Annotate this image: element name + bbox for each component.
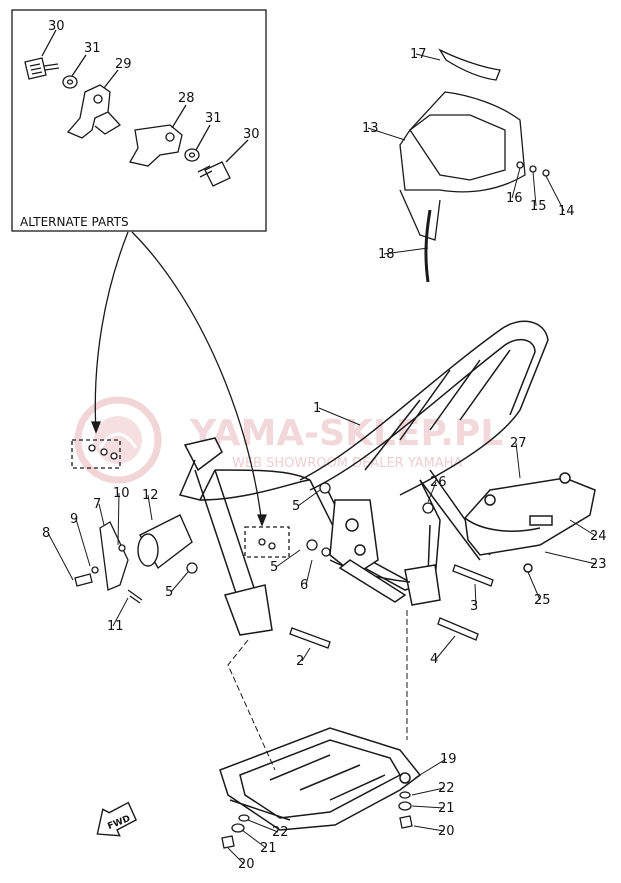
part-number-label: 12 xyxy=(142,488,159,503)
alternate-arrows xyxy=(91,231,267,527)
alternate-parts-inset: ALTERNATE PARTS xyxy=(11,9,267,232)
part-number-label: 28 xyxy=(178,91,195,106)
part-number-label: 5 xyxy=(165,585,173,600)
part-number-label: 24 xyxy=(590,529,607,544)
part-number-label: 31 xyxy=(84,41,101,56)
part-number-label: 3 xyxy=(470,599,478,614)
part-number-label: 18 xyxy=(378,247,395,262)
part-number-label: 15 xyxy=(530,199,547,214)
part-number-label: 21 xyxy=(438,801,455,816)
leader-line-2 xyxy=(301,647,311,662)
part-number-label: 20 xyxy=(438,824,455,839)
part-number-label: 22 xyxy=(272,825,289,840)
leader-line-20 xyxy=(227,847,245,865)
part-number-label: 9 xyxy=(70,512,78,527)
number-plate-assembly xyxy=(399,48,550,283)
frame xyxy=(178,320,549,636)
part-number-label: 20 xyxy=(238,857,255,872)
bolts-group xyxy=(71,439,494,649)
part-number-label: 11 xyxy=(107,619,124,634)
part-number-label: 29 xyxy=(115,57,132,72)
leader-line-22 xyxy=(411,787,445,796)
leader-line-24 xyxy=(569,519,597,537)
leader-line-25 xyxy=(527,571,541,601)
part-number-label: 17 xyxy=(410,47,427,62)
bracket-7-group xyxy=(74,521,143,604)
watermark-subtext: WEB SHOWROOM DEALER YAMAHA xyxy=(232,456,463,471)
bracket-28 xyxy=(128,124,183,167)
leader-line-21 xyxy=(411,805,445,809)
leader-line-5 xyxy=(275,549,301,568)
skid-plate-fasteners xyxy=(221,791,413,849)
bolt-30-top xyxy=(24,57,60,80)
leader-line-23 xyxy=(544,551,597,565)
leader-line-15 xyxy=(532,171,537,207)
leader-line-16 xyxy=(511,167,521,199)
leader-line-6 xyxy=(305,559,313,586)
leader-line-1 xyxy=(318,407,361,426)
part-number-label: 1 xyxy=(313,401,321,416)
leader-line-12 xyxy=(147,494,153,521)
part-number-label: 22 xyxy=(438,781,455,796)
leader-line-17 xyxy=(415,53,441,61)
forward-arrow: FWD xyxy=(96,801,138,837)
part-number-label: 21 xyxy=(260,841,277,856)
leader-line-10 xyxy=(117,492,120,546)
part-number-label: 26 xyxy=(430,475,447,490)
part-number-label: 7 xyxy=(93,497,101,512)
leader-line-4 xyxy=(435,635,456,660)
part-number-label: 31 xyxy=(205,111,222,126)
leader-line-21 xyxy=(241,829,267,849)
part-number-label: 30 xyxy=(48,19,65,34)
leader-line-5 xyxy=(297,489,321,507)
part-number-label: 19 xyxy=(440,752,457,767)
part-number-label: 23 xyxy=(590,557,607,572)
inset-title: ALTERNATE PARTS xyxy=(20,215,129,229)
part-number-label: 14 xyxy=(558,204,575,219)
part-number-label: 27 xyxy=(510,436,527,451)
leader-line-26 xyxy=(427,481,437,503)
side-cover-24 xyxy=(464,472,596,573)
leader-line-18 xyxy=(383,247,429,255)
skid-plate-leaders xyxy=(227,610,408,771)
washer-31-bottom xyxy=(184,148,200,162)
part-number-label: 30 xyxy=(243,127,260,142)
part-number-label: 13 xyxy=(362,121,379,136)
leader-line-5 xyxy=(170,571,189,593)
leader-line-7 xyxy=(98,503,105,526)
part-number-label: 5 xyxy=(270,560,278,575)
part-number-label: 6 xyxy=(300,578,308,593)
air-duct-12 xyxy=(137,514,193,570)
leader-line-27 xyxy=(515,442,521,479)
part-number-label: 5 xyxy=(292,499,300,514)
leader-line-11 xyxy=(112,597,129,627)
leader-line-22 xyxy=(247,819,279,833)
part-number-label: 16 xyxy=(506,191,523,206)
watermark: YAMA-SKLEP.PL WEB SHOWROOM DEALER YAMAHA xyxy=(74,396,503,484)
leader-line-14 xyxy=(545,175,565,212)
part-number-label: 8 xyxy=(42,526,50,541)
skid-plate-19 xyxy=(219,727,422,831)
part-number-label: 25 xyxy=(534,593,551,608)
leader-line-13 xyxy=(367,127,406,141)
part-number-label: 2 xyxy=(296,654,304,669)
bracket-29 xyxy=(66,84,122,139)
washer-31-top xyxy=(62,75,78,89)
watermark-text: YAMA-SKLEP.PL xyxy=(189,413,503,454)
leader-line-20 xyxy=(413,825,445,832)
leader-line-19 xyxy=(414,758,447,779)
part-number-label: 10 xyxy=(113,486,130,501)
leader-line-8 xyxy=(47,532,74,581)
part-number-label: 4 xyxy=(430,652,438,667)
bolt-30-bottom xyxy=(197,161,231,187)
leader-line-9 xyxy=(75,518,91,567)
leader-line-3 xyxy=(474,583,477,607)
